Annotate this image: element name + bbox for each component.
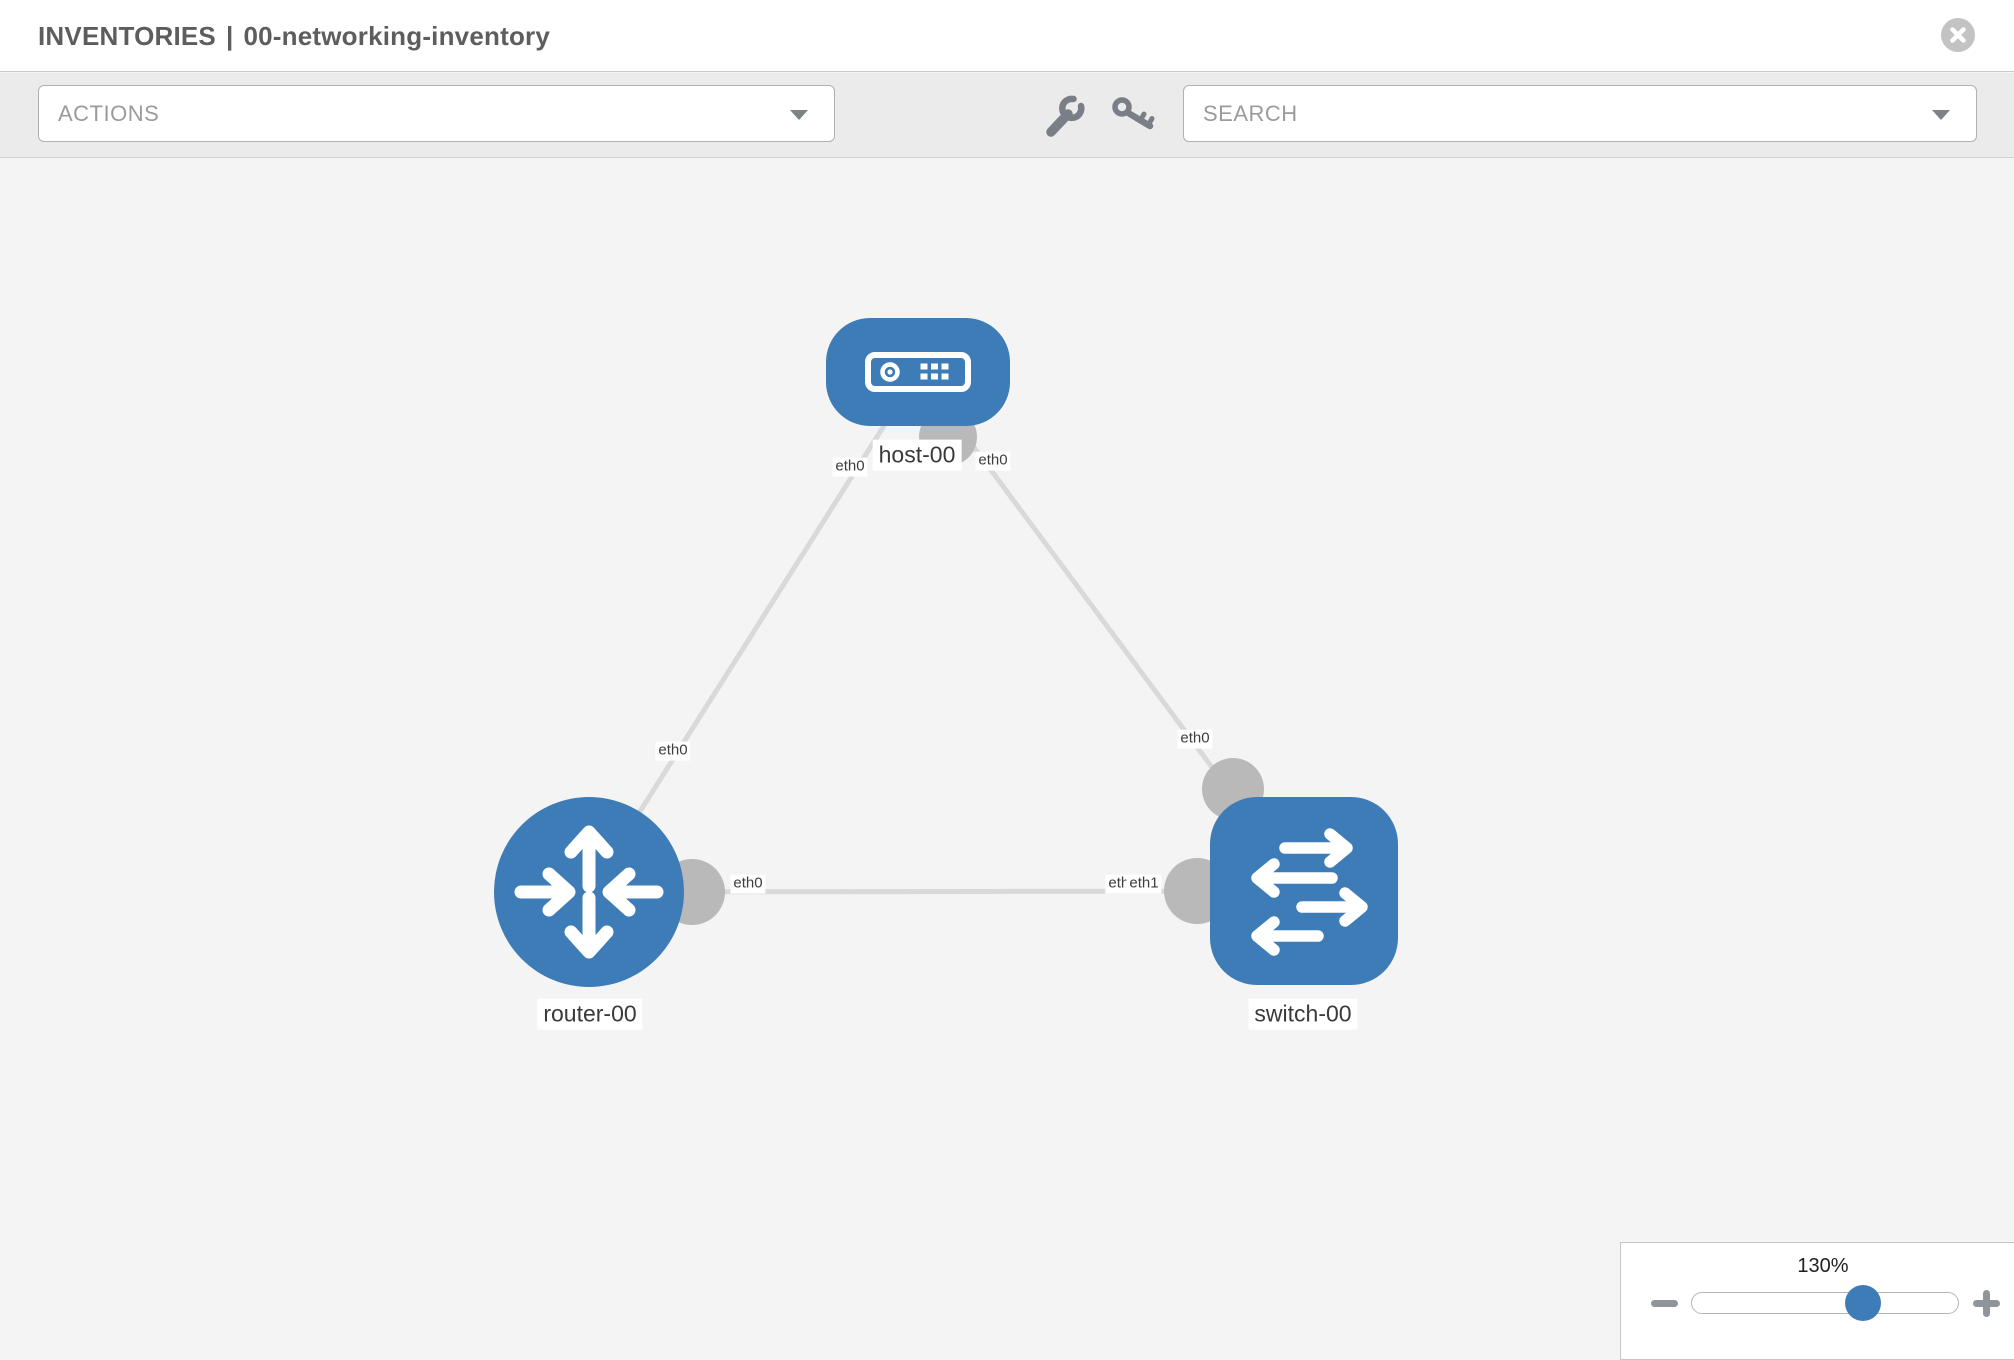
breadcrumb-separator: | [225, 20, 234, 51]
interface-label: eth0 [832, 457, 868, 477]
key-button[interactable] [1110, 73, 1158, 158]
host-icon [865, 352, 971, 392]
search-dropdown-label: SEARCH [1203, 100, 1298, 126]
close-button[interactable] [1941, 18, 1975, 52]
router-icon [514, 825, 664, 959]
zoom-slider-track[interactable] [1691, 1292, 1959, 1314]
interface-label: eth1 [1126, 874, 1162, 894]
chevron-down-icon [1932, 109, 1950, 120]
page-header: INVENTORIES | 00-networking-inventory [0, 0, 2014, 72]
wrench-icon [1046, 95, 1085, 137]
zoom-panel: 130% [1620, 1242, 2014, 1360]
node-switch-00[interactable] [1210, 797, 1398, 985]
actions-dropdown[interactable]: ACTIONS [38, 85, 835, 142]
wrench-button[interactable] [1045, 73, 1089, 158]
key-icon [1112, 96, 1155, 129]
ports [659, 408, 1264, 925]
zoom-out-button[interactable] [1651, 1300, 1678, 1307]
interface-label: eth0 [975, 451, 1011, 471]
actions-dropdown-label: ACTIONS [58, 100, 160, 126]
node-label: switch-00 [1248, 998, 1358, 1030]
zoom-slider-thumb[interactable] [1845, 1285, 1881, 1321]
breadcrumb-section: INVENTORIES [38, 20, 216, 51]
zoom-level-value: 130% [1797, 1255, 1849, 1277]
topology-graph [494, 318, 1398, 987]
interface-label: eth0 [730, 874, 766, 894]
zoom-in-button[interactable] [1973, 1290, 2000, 1317]
chevron-down-icon [790, 109, 808, 120]
search-dropdown[interactable]: SEARCH [1183, 85, 1977, 142]
interface-label: eth0 [1177, 729, 1213, 749]
node-label: router-00 [537, 998, 643, 1030]
node-label: host-00 [872, 439, 962, 471]
toolbar: ACTIONS SEARCH [0, 73, 2014, 158]
node-host-00[interactable] [826, 318, 1010, 426]
node-router-00[interactable] [494, 797, 684, 987]
page-title: INVENTORIES | 00-networking-inventory [38, 0, 550, 72]
interface-label: eth0 [655, 741, 691, 761]
circle-x-icon [1950, 27, 1966, 43]
inventory-name: 00-networking-inventory [243, 20, 551, 51]
switch-icon [1251, 828, 1368, 956]
